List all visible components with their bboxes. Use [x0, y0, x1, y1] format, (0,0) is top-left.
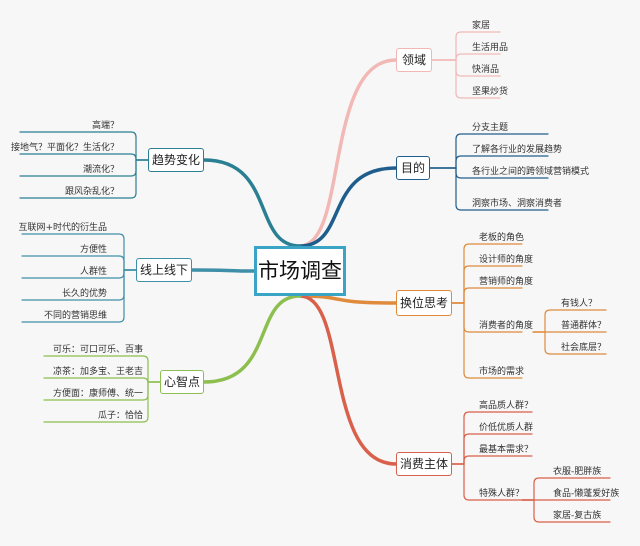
connector-mind-1	[43, 377, 161, 384]
leaf-mind-4[interactable]: 瓜子：恰恰	[97, 411, 143, 421]
connector-online-1	[21, 255, 137, 271]
connector-trend-0	[19, 131, 149, 161]
connector-consumer-0	[451, 411, 533, 465]
branch-domain-label: 领域	[401, 53, 426, 67]
branch-mind[interactable]: 心智点	[160, 370, 204, 394]
connector-trend-1	[19, 153, 149, 161]
leaf-trend-1[interactable]: 高端？	[91, 121, 119, 131]
leaf-purpose-4[interactable]: 洞察市场、洞察消费者	[472, 199, 563, 209]
leaf-trend-4[interactable]: 跟风杂乱化？	[64, 187, 119, 197]
leaf-perspective-1[interactable]: 老板的角色	[479, 233, 525, 243]
connector-consumer-1	[451, 433, 533, 465]
connector-consumer-angle-0	[532, 309, 607, 333]
connector-trend-3	[19, 159, 149, 199]
connector-mind-0	[43, 355, 161, 383]
connector-main-domain	[298, 58, 398, 248]
connector-consumer-2	[451, 455, 533, 465]
leaf-trend-3[interactable]: 潮流化？	[82, 165, 119, 175]
branch-perspective[interactable]: 换位思考	[396, 290, 452, 316]
leaf-consumer-angle-2[interactable]: 普通群体？	[561, 321, 607, 331]
leaf-mind-1[interactable]: 可乐：可口可乐、百事	[52, 345, 143, 355]
leaf-perspective-3[interactable]: 营销师的角度	[479, 277, 534, 287]
branch-trend[interactable]: 趋势变化	[148, 148, 204, 172]
leaf-online-3[interactable]: 人群性	[79, 267, 107, 277]
leaf-online-4[interactable]: 长久的优势	[61, 289, 107, 299]
connector-main-consumer	[298, 294, 398, 466]
connector-main-online	[190, 268, 256, 273]
branch-purpose[interactable]: 目的	[396, 156, 430, 180]
connector-main-trend	[202, 158, 302, 248]
branch-online[interactable]: 线上线下	[136, 258, 192, 282]
leaf-online-1[interactable]: 互联网+时代的衍生品	[18, 223, 107, 233]
leaf-consumer-1[interactable]: 高品质人群？	[479, 401, 534, 411]
leaf-consumer-3[interactable]: 最基本需求？	[479, 445, 534, 455]
connector-special-2	[521, 499, 611, 523]
leaf-special-1[interactable]: 衣服-肥胖族	[553, 467, 602, 477]
leaf-consumer-2[interactable]: 价低优质人群	[479, 423, 534, 433]
branch-consumer-label: 消费主体	[399, 457, 448, 471]
branch-domain[interactable]: 领域	[396, 48, 432, 72]
leaf-domain-3[interactable]: 快消品	[472, 65, 500, 75]
leaf-mind-3[interactable]: 方便面：康师傅、统一	[52, 389, 143, 399]
leaf-online-5[interactable]: 不同的营销思维	[43, 311, 107, 321]
leaf-online-2[interactable]: 方便性	[79, 245, 107, 255]
connector-purpose-1	[429, 155, 549, 169]
leaf-consumer-angle-1[interactable]: 有钱人？	[561, 299, 598, 309]
leaf-special-3[interactable]: 家居-复古族	[553, 511, 602, 521]
leaf-domain-1[interactable]: 家居	[472, 21, 491, 31]
connector-main-mind	[202, 294, 302, 384]
connector-perspective-2	[451, 287, 523, 304]
connector-consumer-angle-2	[532, 331, 607, 355]
leaf-purpose-2[interactable]: 了解各行业的发展趋势	[472, 145, 563, 155]
leaf-consumer-angle-3[interactable]: 社会底层？	[561, 343, 607, 353]
connector-online-0	[21, 233, 137, 271]
leaf-domain-4[interactable]: 坚果炒货	[472, 87, 509, 97]
connector-purpose-3	[429, 167, 549, 211]
connector-main-perspective	[298, 294, 398, 305]
leaf-domain-2[interactable]: 生活用品	[472, 43, 509, 53]
leaf-perspective-4[interactable]: 消费者的角度	[479, 321, 534, 331]
branch-purpose-label: 目的	[400, 161, 425, 175]
connector-consumer-3	[451, 463, 533, 501]
connector-purpose-0	[429, 133, 549, 169]
central-topic-label: 市场调查	[258, 258, 342, 283]
connector-perspective-0	[451, 243, 523, 304]
connector-perspective-1	[451, 265, 523, 304]
central-topic[interactable]: 市场调查	[254, 246, 346, 296]
leaf-special-2[interactable]: 食品-懒蓬爱好族	[553, 489, 620, 499]
leaf-trend-2[interactable]: 接地气？平面化？生活化？	[10, 143, 119, 153]
leaf-purpose-3[interactable]: 各行业之间的跨领域营销模式	[472, 167, 590, 177]
connector-domain-1	[431, 53, 501, 61]
connector-mind-3	[43, 381, 161, 423]
leaf-perspective-2[interactable]: 设计师的角度	[479, 255, 534, 265]
connector-online-4	[21, 269, 137, 323]
leaf-mind-2[interactable]: 凉茶：加多宝、王老吉	[52, 367, 143, 377]
connector-domain-0	[431, 31, 501, 61]
branch-online-label: 线上线下	[139, 263, 188, 277]
leaf-purpose-1[interactable]: 分支主题	[472, 123, 509, 133]
connector-main-purpose	[298, 166, 398, 248]
connector-domain-3	[431, 59, 501, 99]
leaf-consumer-4[interactable]: 特殊人群？	[479, 489, 525, 499]
branch-mind-label: 心智点	[163, 375, 200, 389]
connector-perspective-4	[451, 302, 523, 379]
connector-special-0	[521, 477, 611, 501]
branch-trend-label: 趋势变化	[151, 153, 200, 167]
leaf-perspective-5[interactable]: 市场的需求	[479, 367, 525, 377]
branch-perspective-label: 换位思考	[399, 296, 448, 310]
branch-consumer[interactable]: 消费主体	[396, 452, 452, 476]
